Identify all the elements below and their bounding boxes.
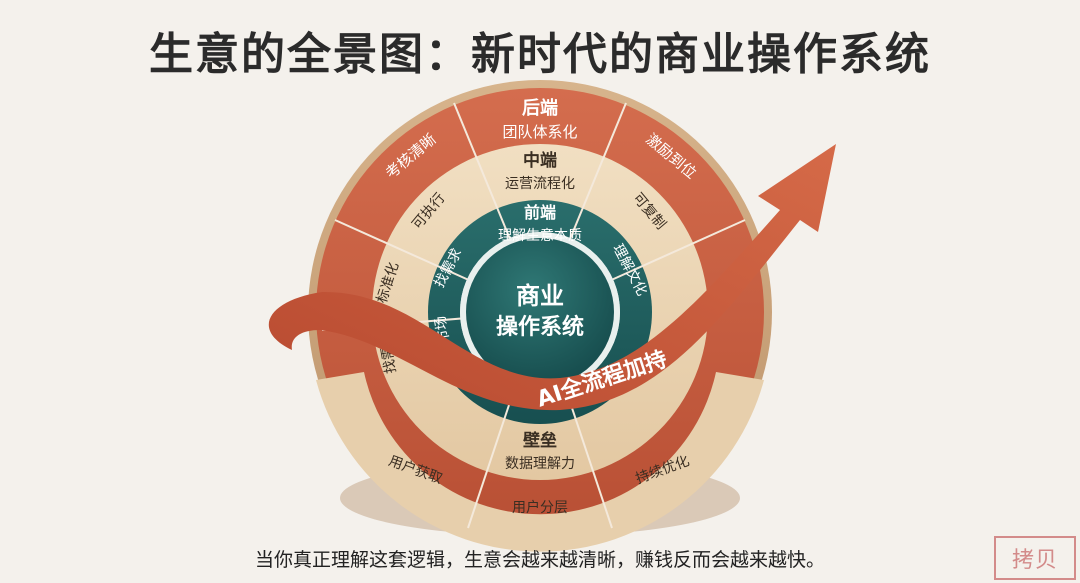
center-line1: 商业 — [516, 282, 564, 310]
bottom-caption: 当你真正理解这套逻辑，生意会越来越清晰，赚钱反而会越来越快。 — [254, 549, 825, 571]
watermark-seal: 拷贝 — [994, 536, 1076, 580]
bottom-center-label: 用户分层 — [512, 499, 568, 516]
page-title: 生意的全景图：新时代的商业操作系统 — [149, 29, 931, 80]
bottom-head-sub: 数据理解力 — [505, 456, 575, 472]
bottom-head-title: 壁垒 — [523, 430, 557, 451]
inner-head-sub: 理解生意本质 — [498, 227, 582, 244]
outer-head-title: 后端 — [522, 98, 558, 119]
outer-head-sub: 团队体系化 — [502, 123, 577, 141]
center-line2: 操作系统 — [496, 314, 584, 340]
inner-head-title: 前端 — [524, 203, 556, 222]
middle-head-sub: 运营流程化 — [505, 176, 575, 192]
ai-arrow — [268, 144, 836, 411]
center-disc-top — [466, 238, 614, 386]
bottom-section — [316, 372, 764, 552]
middle-head-title: 中端 — [523, 150, 557, 171]
